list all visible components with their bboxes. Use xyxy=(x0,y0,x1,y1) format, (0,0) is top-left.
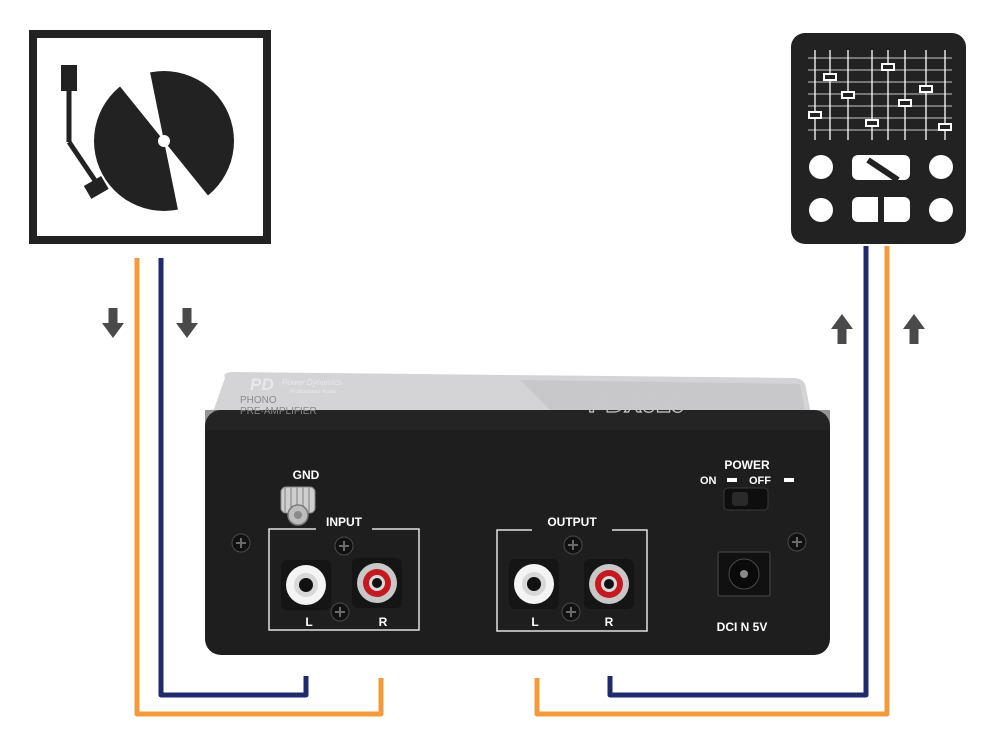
signal-arrows xyxy=(102,308,925,344)
down-arrow-icon xyxy=(102,308,124,338)
input-left-cable xyxy=(158,258,309,698)
input-left-label: L xyxy=(305,615,312,629)
mixer-icon xyxy=(791,33,966,244)
preamp-device: PD Power Dynamics Professional Audio PHO… xyxy=(205,372,830,655)
output-left-cable xyxy=(607,246,869,698)
device-front-panel xyxy=(205,410,830,655)
brand-name: Power Dynamics xyxy=(282,378,342,387)
output-right-label: R xyxy=(605,615,614,629)
screw-icon xyxy=(561,602,581,622)
product-line2: PRE-AMPLIFIER xyxy=(240,406,317,417)
input-right-jack[interactable] xyxy=(352,558,402,608)
output-right-cable xyxy=(534,246,890,717)
input-left-jack[interactable] xyxy=(281,560,331,610)
up-arrow-icon xyxy=(903,314,925,344)
screw-icon xyxy=(334,536,354,556)
product-line1: PHONO xyxy=(240,395,277,406)
turntable-icon xyxy=(29,30,271,244)
power-off-label: OFF xyxy=(749,475,771,487)
gnd-label: GND xyxy=(293,468,320,482)
cables xyxy=(134,246,890,717)
dc-in-jack[interactable] xyxy=(717,551,771,597)
input-right-cable xyxy=(134,258,384,717)
screw-icon xyxy=(563,535,583,555)
up-arrow-icon xyxy=(831,314,853,344)
screw-icon xyxy=(330,602,350,622)
output-label: OUTPUT xyxy=(547,515,597,529)
output-right-jack[interactable] xyxy=(584,559,634,609)
dc-in-label: DCI N 5V xyxy=(717,620,768,634)
power-on-label: ON xyxy=(700,475,717,487)
on-position-icon xyxy=(727,478,737,482)
input-right-label: R xyxy=(379,615,388,629)
off-position-icon xyxy=(784,478,794,482)
power-label: POWER xyxy=(724,458,770,472)
screw-icon xyxy=(231,533,251,553)
ground-terminal[interactable] xyxy=(280,486,316,526)
screw-icon xyxy=(787,532,807,552)
output-left-jack[interactable] xyxy=(509,559,559,609)
brand-logo-mark: PD xyxy=(250,375,274,394)
model-name: PDX010 xyxy=(588,388,685,418)
brand-sub: Professional Audio xyxy=(290,389,336,395)
input-label: INPUT xyxy=(326,515,363,529)
down-arrow-icon xyxy=(176,308,198,338)
power-switch[interactable] xyxy=(723,487,769,511)
output-left-label: L xyxy=(531,615,538,629)
